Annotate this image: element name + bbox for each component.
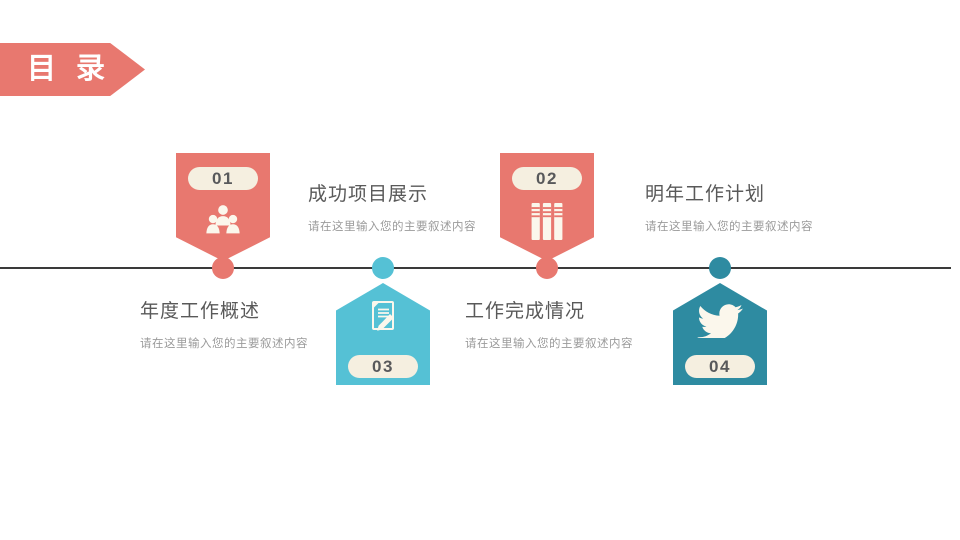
item-description: 请在这里输入您的主要叙述内容 bbox=[645, 220, 813, 233]
timeline-line bbox=[0, 267, 951, 269]
item-title: 成功项目展示 bbox=[308, 184, 429, 205]
timeline-dot-04 bbox=[709, 257, 731, 279]
item-number: 04 bbox=[709, 357, 731, 376]
item-description: 请在这里输入您的主要叙述内容 bbox=[465, 337, 633, 350]
timeline-dot-02 bbox=[536, 257, 558, 279]
number-pill-04: 04 bbox=[685, 355, 755, 378]
item-number: 01 bbox=[212, 169, 234, 188]
toc-entry-04: 工作完成情况 请在这里输入您的主要叙述内容 bbox=[465, 301, 633, 352]
item-number: 03 bbox=[372, 357, 394, 376]
toc-entry-03: 年度工作概述 请在这里输入您的主要叙述内容 bbox=[140, 301, 308, 352]
toc-flag-01: 01 bbox=[176, 153, 270, 261]
item-number: 02 bbox=[536, 169, 558, 188]
item-description: 请在这里输入您的主要叙述内容 bbox=[140, 337, 308, 350]
books-icon bbox=[531, 203, 563, 240]
twitter-bird-icon bbox=[697, 304, 743, 338]
item-title: 明年工作计划 bbox=[645, 184, 766, 205]
timeline-dot-01 bbox=[212, 257, 234, 279]
toc-entry-02: 明年工作计划 请在这里输入您的主要叙述内容 bbox=[645, 184, 813, 235]
timeline-dot-03 bbox=[372, 257, 394, 279]
toc-flag-04: 04 bbox=[673, 283, 767, 385]
toc-flag-03: 03 bbox=[336, 283, 430, 385]
toc-flag-02: 02 bbox=[500, 153, 594, 261]
title-banner: 目 录 bbox=[0, 43, 145, 96]
number-pill-01: 01 bbox=[188, 167, 258, 190]
item-description: 请在这里输入您的主要叙述内容 bbox=[308, 220, 476, 233]
number-pill-02: 02 bbox=[512, 167, 582, 190]
number-pill-03: 03 bbox=[348, 355, 418, 378]
page-title: 目 录 bbox=[27, 53, 112, 85]
item-title: 年度工作概述 bbox=[140, 301, 261, 322]
users-group-icon bbox=[206, 205, 240, 234]
document-pencil-icon bbox=[372, 301, 394, 331]
toc-entry-01: 成功项目展示 请在这里输入您的主要叙述内容 bbox=[308, 184, 476, 235]
item-title: 工作完成情况 bbox=[465, 301, 586, 322]
